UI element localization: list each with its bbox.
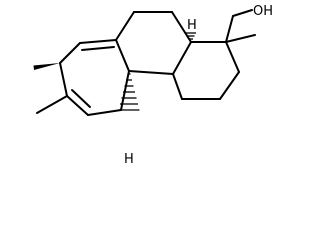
middle-ring	[115, 11, 192, 75]
hydroxymethyl-group: OH	[225, 4, 272, 43]
bond-c11a-c12b	[128, 70, 174, 75]
methyl-bond-c9	[36, 95, 68, 114]
bond-c6a-c7-double	[81, 46, 115, 51]
bond-c6a-c11a	[115, 39, 130, 72]
bond-c4-ch2	[225, 15, 234, 43]
bond-c8-c9	[59, 62, 68, 97]
bond-c12b-c4a	[172, 41, 192, 75]
hydroxyl-label: OH	[253, 4, 272, 19]
stereo-hydrogens: H H	[118, 18, 197, 167]
bond-c6a-c7	[79, 39, 117, 44]
hashed-bond-bottom	[118, 73, 140, 111]
bond-ch2-o	[232, 9, 253, 17]
bond-c4-c3	[225, 41, 240, 73]
right-ring	[172, 41, 240, 100]
h-label-bottom: H	[124, 152, 134, 167]
bond-c9-c10	[66, 95, 89, 116]
chemical-structure-diagram: OH H H	[33, 4, 272, 167]
methyl-bond-c4	[225, 34, 256, 43]
h-label-top: H	[187, 18, 197, 33]
bond-c4a-c5	[171, 11, 192, 43]
bond-c7-c8	[59, 42, 81, 64]
bond-c3-c2	[219, 71, 240, 100]
hashed-bond-top	[186, 32, 196, 43]
seven-membered-ring	[59, 39, 130, 116]
bond-c10-c11	[87, 109, 122, 116]
methyl-wedge-c8	[33, 63, 60, 70]
bond-c1-c12b	[172, 73, 183, 100]
methyl-groups	[33, 34, 256, 114]
bond-c6-c6a	[115, 11, 135, 41]
bond-c9-c10-double	[71, 89, 91, 108]
